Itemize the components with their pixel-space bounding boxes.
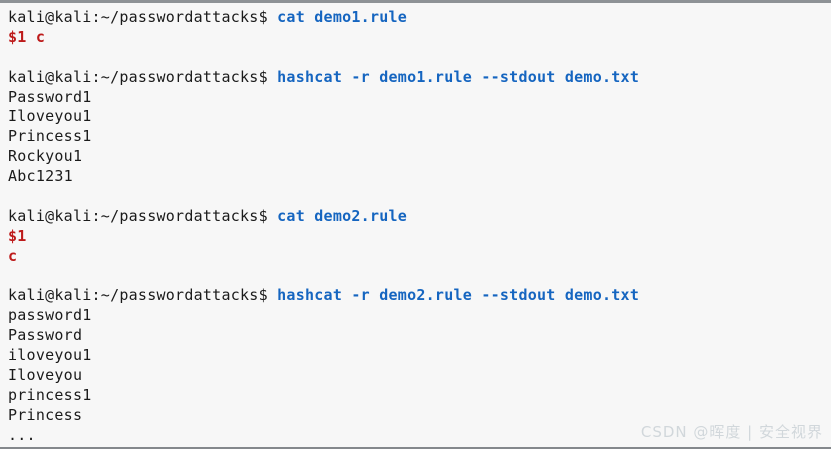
terminal-line: Iloveyou1 — [8, 107, 823, 127]
terminal-line: Iloveyou — [8, 366, 823, 386]
command-output: Iloveyou1 — [8, 107, 92, 126]
command-output: Abc1231 — [8, 167, 73, 186]
terminal-line: Password — [8, 326, 823, 346]
terminal-line: c — [8, 247, 823, 267]
shell-command: cat demo1.rule — [277, 8, 408, 26]
command-output: Rockyou1 — [8, 147, 83, 166]
terminal-line: Abc1231 — [8, 167, 823, 187]
shell-prompt: kali@kali:~/passwordattacks$ — [8, 8, 278, 26]
command-output: Password1 — [8, 87, 92, 106]
terminal-line: password1 — [8, 306, 823, 326]
terminal-line: kali@kali:~/passwordattacks$ cat demo2.r… — [8, 207, 823, 227]
watermark-text: CSDN @晖度 | 安全视界 — [640, 423, 823, 441]
command-output: iloveyou1 — [8, 346, 92, 365]
command-output: Password — [8, 326, 83, 345]
terminal-line: $1 c — [8, 28, 823, 48]
shell-command: hashcat -r demo1.rule --stdout demo.txt — [277, 67, 640, 86]
shell-prompt: kali@kali:~/passwordattacks$ — [8, 286, 278, 305]
command-output: Iloveyou — [8, 366, 83, 385]
terminal-line — [8, 48, 823, 68]
command-output: password1 — [8, 306, 92, 325]
terminal-output-area: kali@kali:~/passwordattacks$ cat demo1.r… — [8, 8, 823, 446]
command-output: ... — [8, 425, 36, 444]
command-output: Princess1 — [8, 127, 92, 146]
terminal-line — [8, 267, 823, 287]
rule-text: $1 — [8, 226, 27, 245]
command-output: princess1 — [8, 385, 92, 404]
shell-prompt: kali@kali:~/passwordattacks$ — [8, 67, 278, 86]
terminal-line: Rockyou1 — [8, 147, 823, 167]
terminal-line: kali@kali:~/passwordattacks$ hashcat -r … — [8, 68, 823, 88]
shell-command: cat demo2.rule — [277, 206, 408, 225]
terminal-line: kali@kali:~/passwordattacks$ cat demo1.r… — [8, 8, 823, 28]
rule-text: $1 c — [8, 27, 46, 46]
terminal-line — [8, 187, 823, 207]
terminal-line: Princess — [8, 406, 823, 426]
rule-text: c — [8, 246, 18, 265]
terminal-line: Princess1 — [8, 127, 823, 147]
terminal-line: kali@kali:~/passwordattacks$ hashcat -r … — [8, 286, 823, 306]
command-output: Princess — [8, 405, 83, 424]
terminal-line: princess1 — [8, 386, 823, 406]
watermark: CSDN @晖度 | 安全视界 — [641, 421, 823, 442]
terminal-line: ... — [8, 426, 823, 446]
terminal-line: iloveyou1 — [8, 346, 823, 366]
terminal-line: $1 — [8, 227, 823, 247]
terminal-line: Password1 — [8, 88, 823, 108]
shell-prompt: kali@kali:~/passwordattacks$ — [8, 206, 278, 225]
shell-command: hashcat -r demo2.rule --stdout demo.txt — [277, 286, 640, 305]
